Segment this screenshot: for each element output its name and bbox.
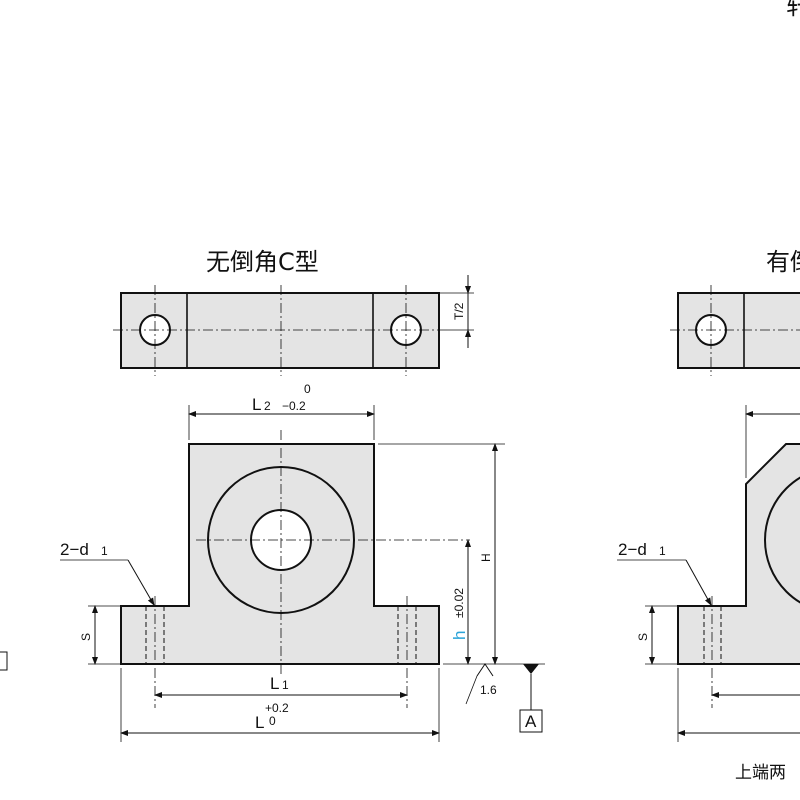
holes-leader [60, 559, 155, 606]
footer-fragment: 上端两 [735, 763, 786, 782]
h-label: H [479, 553, 493, 562]
right-holes-label: 2−d [618, 540, 647, 559]
l1-label: L [270, 674, 279, 693]
s-label: S [79, 633, 93, 641]
l-dimension [120, 668, 440, 742]
roughness-symbol [465, 663, 494, 705]
datum-symbol [519, 664, 543, 733]
l2-label: L [252, 395, 261, 414]
cropped-box-left [0, 651, 8, 671]
l2-tol-bottom: −0.2 [282, 399, 306, 413]
left-front-view [120, 430, 470, 708]
datum-label: A [525, 712, 537, 731]
right-holes-subscript: 1 [659, 544, 666, 558]
l2-tol-top: 0 [304, 382, 311, 396]
left-top-view [113, 275, 474, 376]
roughness-label: 1.6 [480, 683, 497, 697]
l-tol-bottom: 0 [269, 714, 276, 728]
l-label: L [255, 713, 264, 732]
right-front-view [617, 405, 800, 742]
header-fragment: 轩 [786, 0, 800, 20]
holes-subscript: 1 [101, 544, 108, 558]
l2-dimension [188, 405, 375, 440]
s-dimension [88, 605, 121, 665]
l-tol-top: +0.2 [265, 701, 289, 715]
h-small-label: h [450, 631, 469, 640]
right-top-view [670, 285, 800, 376]
holes-label: 2−d [60, 540, 89, 559]
right-s-label: S [636, 633, 650, 641]
right-view-title: 有倒 [766, 248, 800, 276]
t-half-label: T/2 [452, 302, 466, 320]
left-view-title: 无倒角C型 [206, 248, 319, 276]
h-tol-label: ±0.02 [452, 588, 466, 618]
l2-subscript: 2 [264, 399, 271, 413]
l1-subscript: 1 [282, 678, 289, 692]
